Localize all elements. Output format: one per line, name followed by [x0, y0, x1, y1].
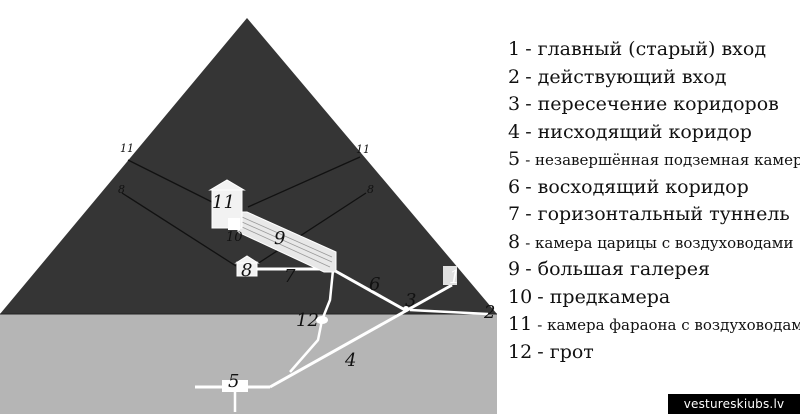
legend-item-6: 6 - восходящий коридор — [508, 174, 800, 202]
gallery-hatch — [241, 226, 331, 268]
current-entrance-tunnel — [409, 308, 489, 316]
marker-12: 12 — [296, 310, 319, 331]
marker-4: 4 — [344, 350, 356, 371]
queens-chamber-roof — [234, 255, 260, 264]
marker-9: 9 — [274, 228, 285, 249]
legend-number: 5 — [508, 148, 521, 170]
marker-10: 10 — [226, 230, 243, 245]
marker-2: 2 — [483, 302, 495, 323]
legend-number: 3 — [508, 93, 521, 115]
legend-text: - камера фараона с воздуховодами — [537, 316, 800, 334]
marker-1: 1 — [449, 267, 460, 288]
legend-item-5: 5 - незавершённая подземная камера — [508, 146, 800, 174]
legend-item-9: 9 - большая галерея — [508, 256, 800, 284]
grand-gallery-hatching — [241, 216, 333, 268]
grotto — [316, 316, 328, 324]
legend-text: - нисходящий коридор — [525, 120, 752, 143]
legend-number: 11 — [508, 313, 533, 335]
legend-number: 1 — [508, 38, 521, 60]
legend-number: 8 — [508, 230, 521, 253]
marker-3: 3 — [405, 290, 416, 311]
legend-text: - восходящий коридор — [525, 175, 749, 198]
legend-text: - грот — [537, 340, 594, 363]
pyramid-body — [0, 18, 497, 314]
legend-number: 12 — [508, 340, 533, 363]
queen-shaft-left — [121, 192, 237, 267]
marker-8-right-shaft: 8 — [367, 183, 374, 196]
legend-item-11: 11 - камера фараона с воздуховодами — [508, 311, 800, 339]
legend-item-1: 1 - главный (старый) вход — [508, 36, 800, 64]
legend-number: 2 — [508, 65, 521, 88]
bedrock-ground — [0, 314, 497, 414]
legend-item-10: 10 - предкамера — [508, 284, 800, 312]
legend-text: - пересечение коридоров — [525, 93, 779, 115]
marker-11: 11 — [212, 192, 235, 213]
marker-11-left-shaft: 11 — [120, 142, 134, 155]
ascending-corridor-line — [329, 266, 406, 312]
legend-text: - камера царицы с воздуховодами — [525, 233, 794, 252]
legend-number: 4 — [508, 120, 521, 143]
legend-item-12: 12 - грот — [508, 339, 800, 367]
legend-number: 7 — [508, 203, 521, 225]
legend-item-7: 7 - горизонтальный туннель — [508, 201, 800, 229]
legend-list: 1 - главный (старый) вход 2 - действующи… — [508, 36, 800, 366]
legend-number: 9 — [508, 258, 521, 280]
marker-6: 6 — [369, 274, 380, 295]
king-shaft-left — [127, 159, 223, 208]
legend-text: - горизонтальный туннель — [525, 203, 790, 225]
legend-number: 6 — [508, 175, 521, 198]
legend-item-4: 4 - нисходящий коридор — [508, 119, 800, 147]
legend-text: - предкамера — [537, 285, 671, 308]
king-shaft-right — [247, 156, 361, 208]
legend-text: - большая галерея — [525, 258, 710, 280]
marker-8: 8 — [241, 260, 252, 281]
marker-7: 7 — [284, 266, 296, 287]
marker-5: 5 — [228, 371, 239, 392]
legend-text: - действующий вход — [525, 65, 727, 88]
corridor-intersection — [403, 306, 409, 312]
descending-corridor — [269, 283, 453, 389]
gallery-hatch — [241, 221, 333, 263]
air-shafts — [121, 156, 367, 267]
marker-8-left-shaft: 8 — [118, 183, 125, 196]
kings-chamber-roof — [208, 179, 246, 191]
legend-item-2: 2 - действующий вход — [508, 64, 800, 92]
queen-shaft-right — [253, 192, 367, 267]
antechamber — [228, 218, 240, 230]
subterranean-chamber — [222, 380, 248, 392]
legend-item-8: 8 - камера царицы с воздуховодами — [508, 229, 800, 257]
legend-text: - главный (старый) вход — [525, 38, 767, 60]
main-entrance-block — [443, 266, 457, 285]
source-watermark: vestureskiubs.lv — [668, 394, 800, 414]
marker-11-right-shaft: 11 — [356, 143, 370, 156]
legend-text: - незавершённая подземная камера — [525, 151, 800, 169]
gallery-hatch — [241, 216, 333, 258]
legend-number: 10 — [508, 285, 533, 308]
legend-item-3: 3 - пересечение коридоров — [508, 91, 800, 119]
